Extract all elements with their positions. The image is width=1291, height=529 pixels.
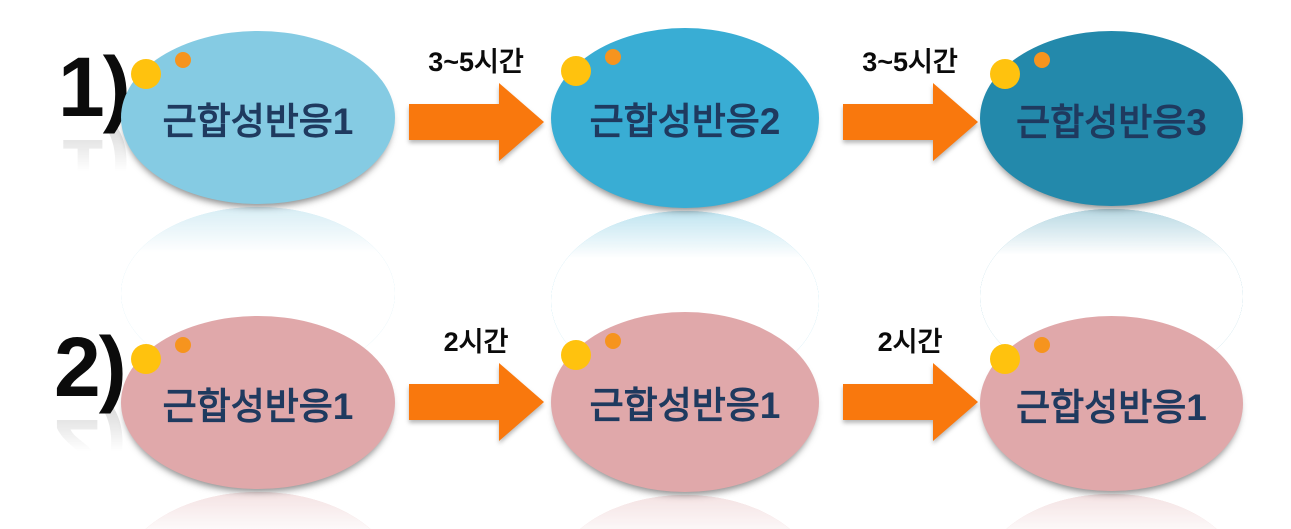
row-1-stage-1-node: 근합성반응1 <box>121 31 395 380</box>
right-arrow-icon <box>408 362 544 441</box>
stage-label: 근합성반응1 <box>162 385 354 427</box>
stage-ellipse: 근합성반응1 <box>121 31 395 204</box>
decorative-dot-large-icon <box>131 59 161 89</box>
row-2-number-text: 2) <box>54 320 127 414</box>
row-2-number-reflection: 2) <box>54 401 125 496</box>
stage-ellipse: 근합성반응3 <box>980 31 1243 206</box>
arrow-duration-label: 3~5시간 <box>428 47 524 77</box>
row-1-stage-3-node: 근합성반응3 <box>980 31 1243 384</box>
stage-label: 근합성반응3 <box>1016 101 1207 143</box>
stage-ellipse: 근합성반응1 <box>980 316 1243 491</box>
ellipse-reflection <box>980 494 1243 529</box>
row-1-arrow-1: 3~5시간 <box>406 47 546 161</box>
decorative-dot-small-icon <box>605 49 621 65</box>
ellipse-reflection <box>121 492 395 529</box>
row-2-stage-3-node: 근합성반응1 <box>980 316 1243 529</box>
decorative-dot-large-icon <box>561 56 591 86</box>
decorative-dot-large-icon <box>990 344 1020 374</box>
decorative-dot-small-icon <box>1034 337 1050 353</box>
stage-label: 근합성반응2 <box>589 101 781 142</box>
arrow-duration-label: 2시간 <box>443 327 509 357</box>
row-2-stage-2-node: 근합성반응1 <box>551 312 819 529</box>
right-arrow-icon <box>408 82 544 161</box>
stage-label: 근합성반응1 <box>162 100 354 142</box>
decorative-dot-large-icon <box>131 344 161 374</box>
row-1-stage-2-node: 근합성반응2 <box>551 28 819 391</box>
decorative-dot-large-icon <box>990 59 1020 89</box>
row-2-number-label: 2) 2) <box>54 320 127 496</box>
stage-ellipse: 근합성반응1 <box>551 312 819 492</box>
right-arrow-icon <box>842 362 978 441</box>
row-2-stage-1-node: 근합성반응1 <box>121 316 395 529</box>
row-2-arrow-1: 2시간 <box>406 327 546 441</box>
row-1-number-reflection: 1) <box>58 121 129 216</box>
row-1-number-label: 1) 1) <box>58 40 131 216</box>
decorative-dot-small-icon <box>605 333 621 349</box>
stage-ellipse: 근합성반응1 <box>121 316 395 489</box>
row-1-number-text: 1) <box>58 40 131 134</box>
ellipse-reflection <box>551 495 819 529</box>
decorative-dot-large-icon <box>561 340 591 370</box>
arrow-duration-label: 3~5시간 <box>862 47 958 77</box>
stage-label: 근합성반응1 <box>589 385 781 426</box>
decorative-dot-small-icon <box>175 337 191 353</box>
decorative-dot-small-icon <box>175 52 191 68</box>
arrow-duration-label: 2시간 <box>877 327 943 357</box>
stage-ellipse: 근합성반응2 <box>551 28 819 208</box>
row-1-arrow-2: 3~5시간 <box>840 47 980 161</box>
decorative-dot-small-icon <box>1034 52 1050 68</box>
right-arrow-icon <box>842 82 978 161</box>
stage-label: 근합성반응1 <box>1016 386 1207 428</box>
row-2-arrow-2: 2시간 <box>840 327 980 441</box>
